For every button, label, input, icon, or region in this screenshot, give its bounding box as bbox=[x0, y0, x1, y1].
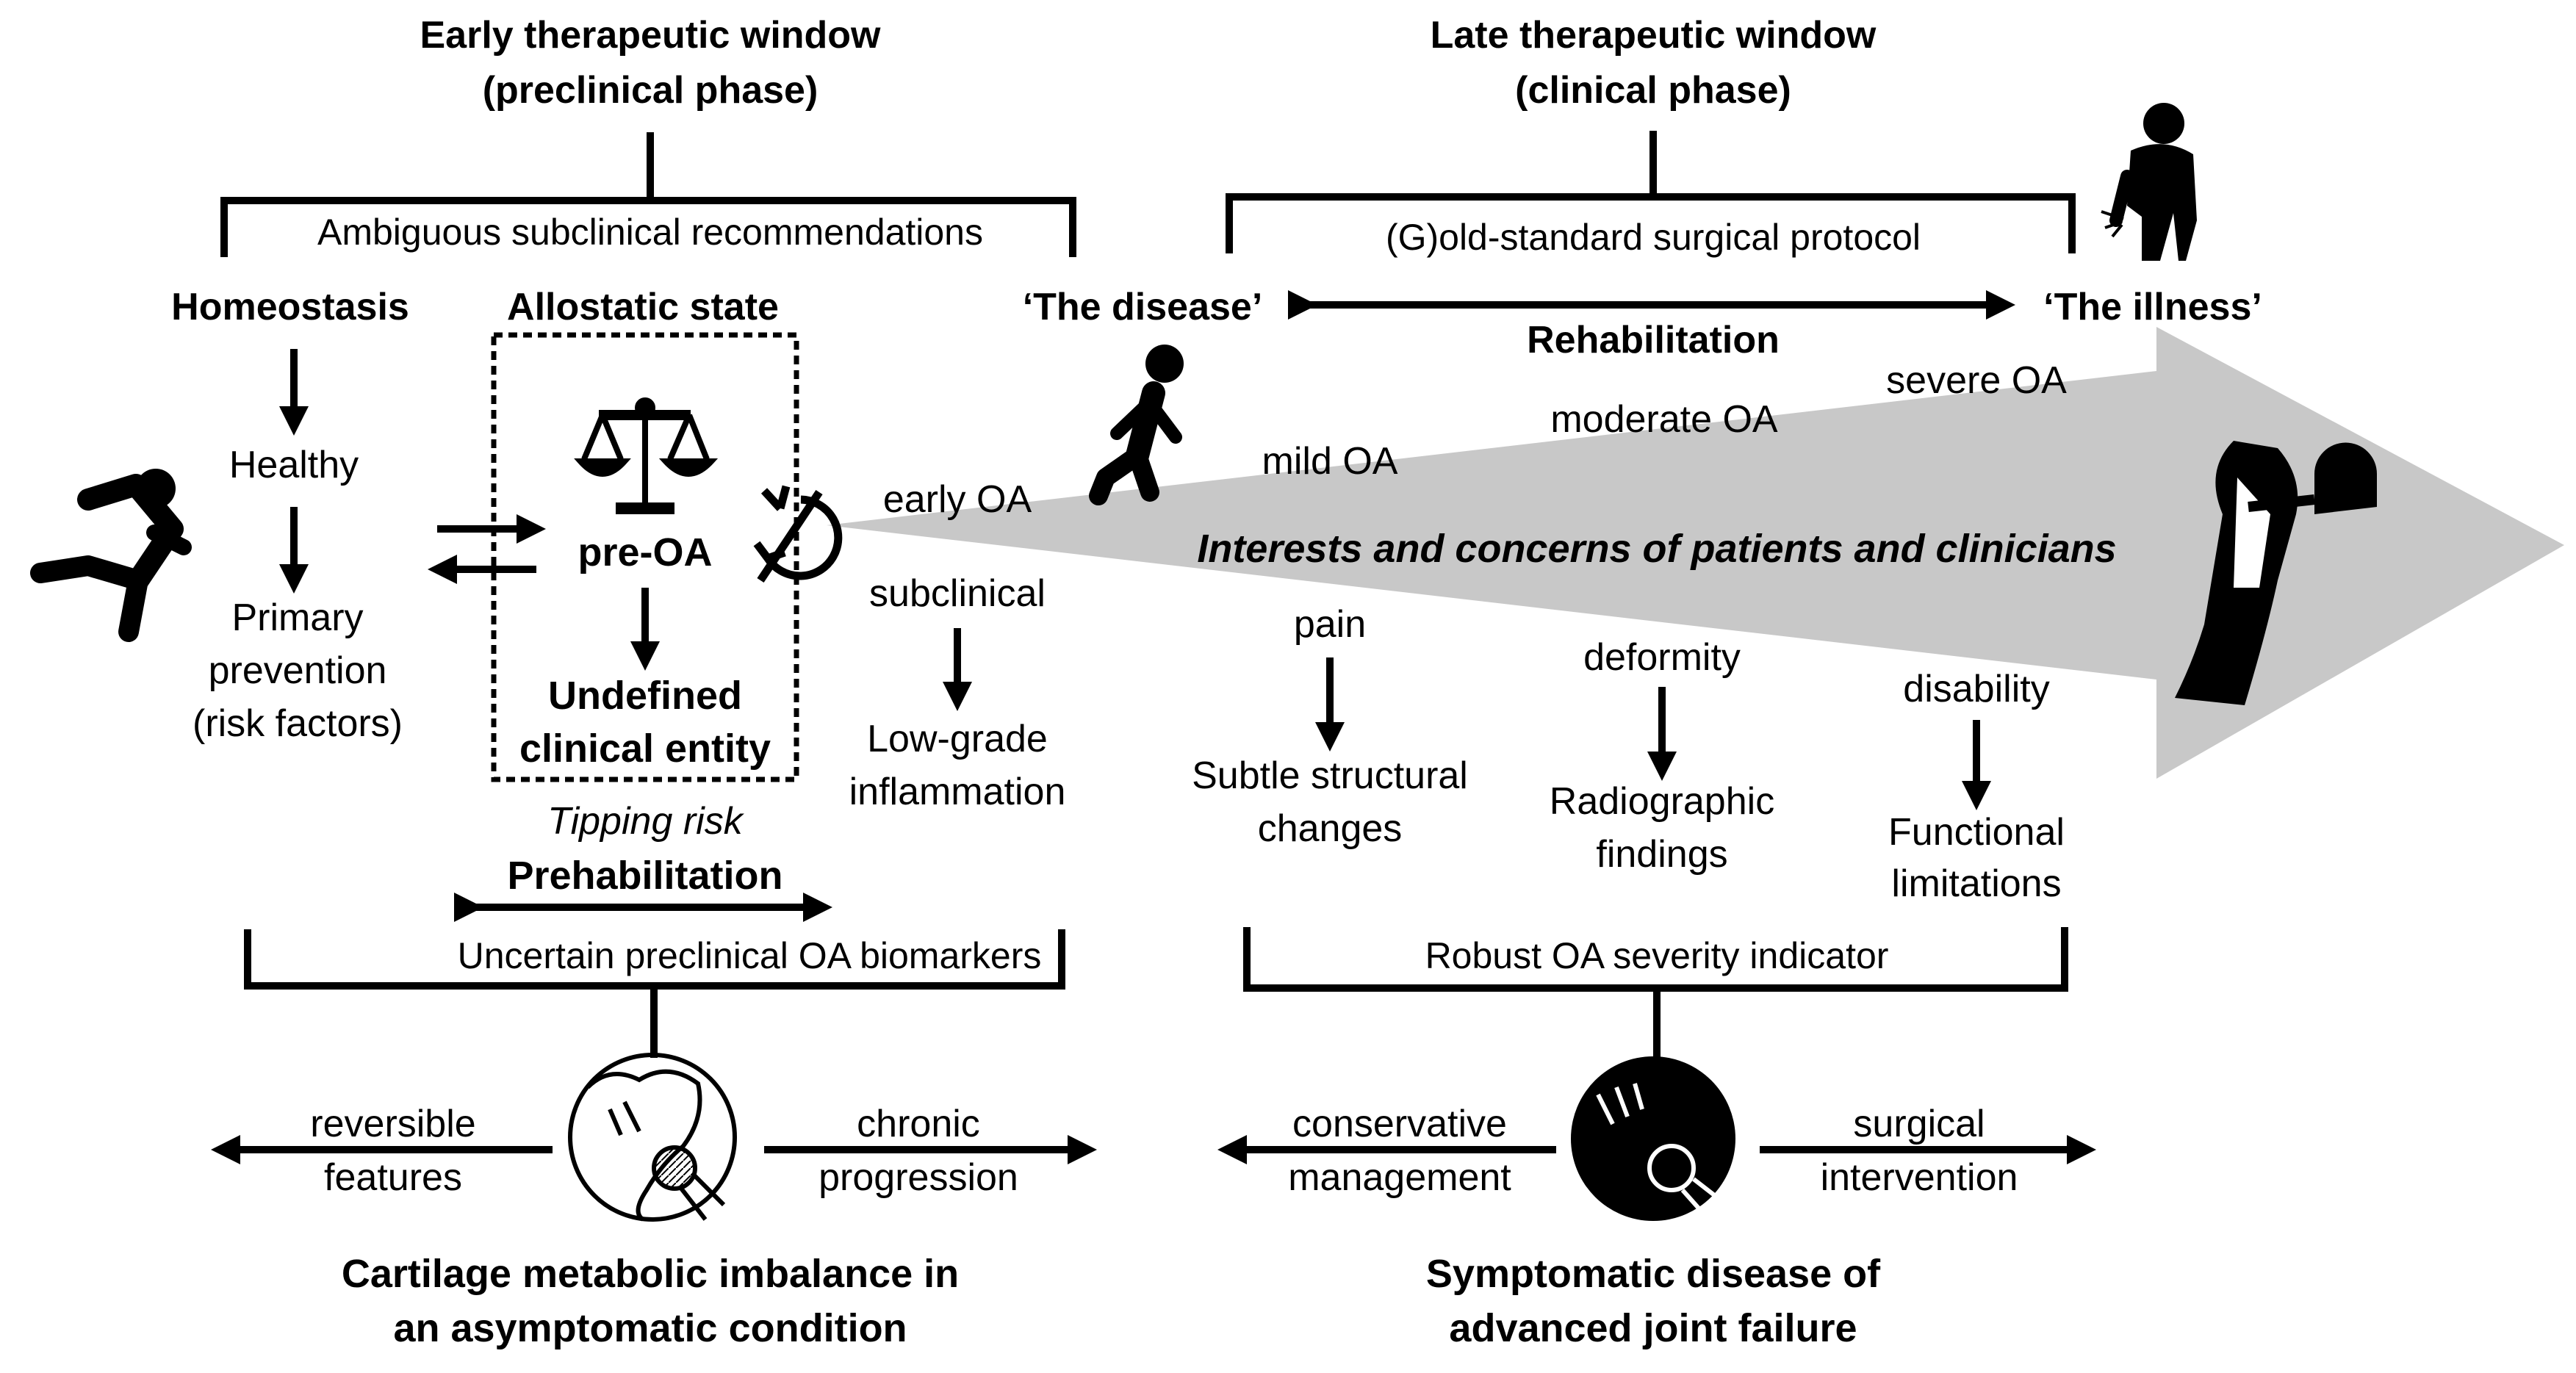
subtle-line1: Subtle structural bbox=[1192, 754, 1468, 797]
mild-oa-label: mild OA bbox=[1262, 440, 1398, 483]
damaged-hip-joint-icon bbox=[1571, 1056, 1735, 1225]
late-title-line2: (clinical phase) bbox=[1515, 69, 1791, 112]
disability-label: disability bbox=[1903, 668, 2049, 710]
tipping-risk-label: Tipping risk bbox=[547, 800, 744, 843]
severity-bracket bbox=[1243, 927, 2068, 1058]
illness-label: ‘The illness’ bbox=[2043, 286, 2262, 328]
late-bracket-label: (G)old-standard surgical protocol bbox=[1386, 217, 1921, 258]
undefined-entity-line2: clinical entity bbox=[519, 727, 771, 771]
limping-person-icon bbox=[2101, 103, 2197, 261]
balance-scale-icon bbox=[574, 397, 719, 514]
prehabilitation-label: Prehabilitation bbox=[507, 854, 782, 898]
no-cycle-icon bbox=[753, 485, 843, 583]
allostatic-box bbox=[491, 332, 799, 782]
late-summary-line2: advanced joint failure bbox=[1449, 1306, 1857, 1350]
subclinical-label: subclinical bbox=[869, 572, 1046, 615]
progression-arrow bbox=[827, 327, 2564, 779]
early-bracket-label: Ambiguous subclinical recommendations bbox=[317, 212, 983, 253]
moderate-oa-label: moderate OA bbox=[1550, 398, 1778, 441]
allostatic-label: Allostatic state bbox=[507, 286, 779, 328]
deformity-label: deformity bbox=[1583, 636, 1741, 679]
functional-line2: limitations bbox=[1891, 862, 2061, 905]
lowgrade-line1: Low-grade bbox=[867, 718, 1048, 760]
radiographic-line1: Radiographic bbox=[1550, 780, 1774, 823]
healthy-hip-joint-icon bbox=[568, 1053, 737, 1222]
healthy-label: Healthy bbox=[229, 444, 359, 486]
primary-prevention-line2: prevention bbox=[209, 649, 387, 692]
reversible-line2: features bbox=[324, 1156, 462, 1199]
hip-prosthesis-icon bbox=[2175, 441, 2377, 705]
chronic-line1: chronic bbox=[857, 1103, 980, 1145]
early-title-line1: Early therapeutic window bbox=[420, 14, 881, 57]
late-title-line1: Late therapeutic window bbox=[1431, 14, 1877, 57]
running-person-icon bbox=[30, 469, 192, 642]
lowgrade-line2: inflammation bbox=[849, 771, 1066, 813]
arrow-interests-text: Interests and concerns of patients and c… bbox=[1197, 527, 2116, 571]
primary-prevention-line1: Primary bbox=[231, 597, 363, 639]
pre-oa-label: pre-OA bbox=[578, 530, 712, 574]
primary-prevention-line3: (risk factors) bbox=[193, 702, 403, 745]
conservative-line2: management bbox=[1288, 1156, 1511, 1199]
biomarkers-bracket bbox=[244, 929, 1065, 1058]
radiographic-line2: findings bbox=[1596, 833, 1727, 876]
early-summary-line1: Cartilage metabolic imbalance in bbox=[342, 1252, 959, 1296]
early-title-line2: (preclinical phase) bbox=[483, 69, 819, 112]
undefined-entity-line1: Undefined bbox=[548, 674, 742, 718]
early-oa-label: early OA bbox=[883, 478, 1032, 521]
surgical-line1: surgical bbox=[1853, 1103, 1985, 1145]
severe-oa-label: severe OA bbox=[1886, 359, 2067, 402]
homeostasis-label: Homeostasis bbox=[171, 286, 409, 328]
severity-label: Robust OA severity indicator bbox=[1425, 935, 1889, 976]
early-bracket bbox=[220, 132, 1076, 257]
early-summary-line2: an asymptomatic condition bbox=[393, 1306, 907, 1350]
subtle-line2: changes bbox=[1258, 807, 1403, 850]
biomarkers-label: Uncertain preclinical OA biomarkers bbox=[458, 935, 1042, 976]
exchange-arrows-icon bbox=[428, 514, 546, 584]
pain-label: pain bbox=[1294, 603, 1366, 646]
late-summary-line1: Symptomatic disease of bbox=[1426, 1252, 1881, 1296]
reversible-line1: reversible bbox=[310, 1103, 475, 1145]
rehabilitation-label: Rehabilitation bbox=[1527, 319, 1780, 361]
walking-person-icon bbox=[1089, 345, 1184, 505]
disease-label: ‘The disease’ bbox=[1023, 286, 1263, 328]
conservative-line1: conservative bbox=[1292, 1103, 1507, 1145]
surgical-line2: intervention bbox=[1821, 1156, 2018, 1199]
late-bracket bbox=[1226, 131, 2076, 253]
functional-line1: Functional bbox=[1888, 811, 2065, 854]
chronic-line2: progression bbox=[819, 1156, 1018, 1199]
